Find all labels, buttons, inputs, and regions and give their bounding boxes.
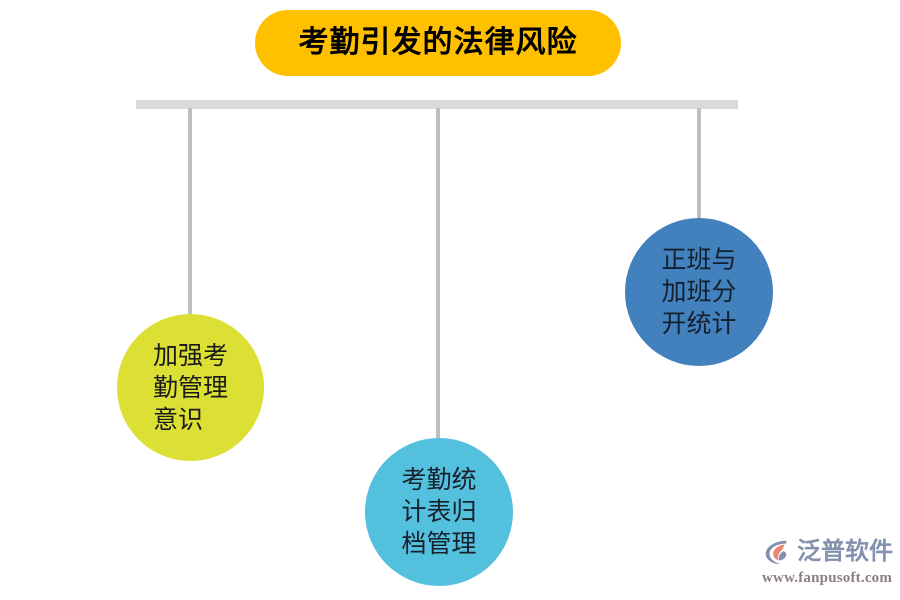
node-label-1: 加强考 勤管理 意识 <box>152 341 228 434</box>
node-label-3: 正班与 加班分 开统计 <box>661 246 737 338</box>
diagram-title-pill: 考勤引发的法律风险 <box>255 10 621 76</box>
watermark-url: www.fanpusoft.com <box>762 570 893 586</box>
fanpu-logo-icon <box>765 540 787 565</box>
connector-line-node-3 <box>697 108 701 226</box>
node-label-2: 考勤统 计表归 档管理 <box>401 466 477 558</box>
node-circle-2: 考勤统 计表归 档管理 <box>365 438 513 586</box>
watermark-logo: 泛普软件 www.fanpusoft.com <box>762 536 897 594</box>
watermark-brand-name: 泛普软件 <box>797 538 893 565</box>
horizontal-spine-bar <box>136 100 738 109</box>
diagram-title-text: 考勤引发的法律风险 <box>298 26 578 59</box>
connector-line-node-1 <box>188 108 192 324</box>
watermark-row: 泛普软件 <box>762 536 897 568</box>
node-circle-1: 加强考 勤管理 意识 <box>117 314 264 461</box>
node-circle-3: 正班与 加班分 开统计 <box>625 218 773 366</box>
connector-line-node-2 <box>436 108 440 446</box>
